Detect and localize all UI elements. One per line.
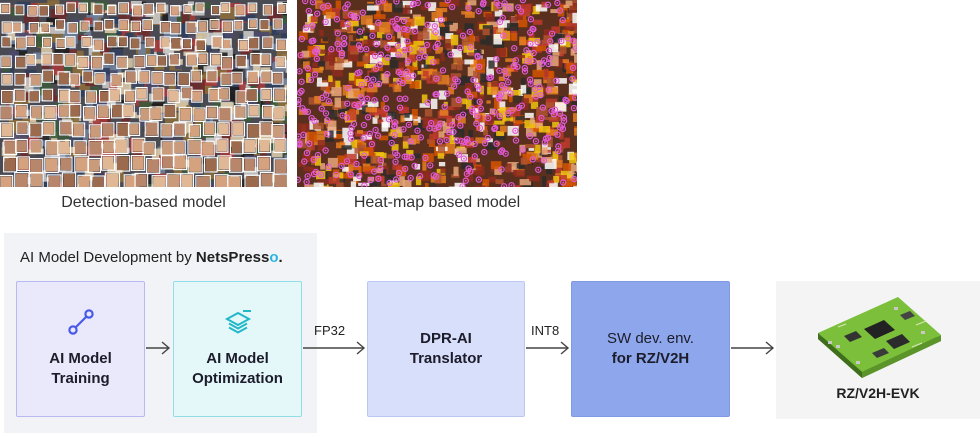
sw-dev-env-box: SW dev. env. for RZ/V2H [571, 281, 730, 417]
arrow-optimization-to-dpr [303, 341, 366, 355]
optimization-line1: AI Model [206, 350, 269, 367]
netspresso-logo-o: o [269, 249, 279, 266]
detection-caption: Detection-based model [61, 194, 226, 211]
training-line2: Training [51, 370, 110, 387]
dpr-ai-translator-box: DPR-AI Translator [367, 281, 525, 417]
panel-title: AI Model Development by NetsPresso. [20, 249, 283, 266]
crowd-texture [297, 0, 577, 187]
fp32-label: FP32 [314, 323, 346, 338]
panel-title-prefix: AI Model Development by [20, 249, 196, 266]
ai-model-training-box: AI Model Training [16, 281, 145, 417]
detection-crowd-image [0, 0, 287, 187]
layers-icon [223, 309, 253, 341]
training-line1: AI Model [49, 350, 112, 367]
sw-line2: for RZ/V2H [611, 350, 690, 367]
arrow-training-to-optimization [146, 341, 171, 355]
heatmap-dots [297, 0, 577, 187]
dpr-line2: Translator [409, 350, 483, 367]
arrow-sw-to-evk [731, 341, 775, 355]
netspresso-logo: NetsPress [195, 249, 270, 266]
netspresso-logo-dot: . [278, 249, 283, 266]
node-link-icon [66, 309, 96, 341]
arrow-dpr-to-sw [526, 341, 570, 355]
int8-label: INT8 [531, 323, 560, 338]
heatmap-crowd-image [297, 0, 577, 187]
dpr-line1: DPR-AI [420, 330, 472, 347]
evk-panel [776, 281, 980, 419]
sw-line1: SW dev. env. [607, 330, 694, 347]
heatmap-caption: Heat-map based model [353, 194, 521, 211]
detection-boxes [0, 2, 287, 187]
optimization-line2: Optimization [192, 370, 283, 387]
ai-model-optimization-box: AI Model Optimization [173, 281, 302, 417]
circuit-board-icon [818, 297, 941, 378]
evk-label: RZ/V2H-EVK [836, 385, 920, 401]
